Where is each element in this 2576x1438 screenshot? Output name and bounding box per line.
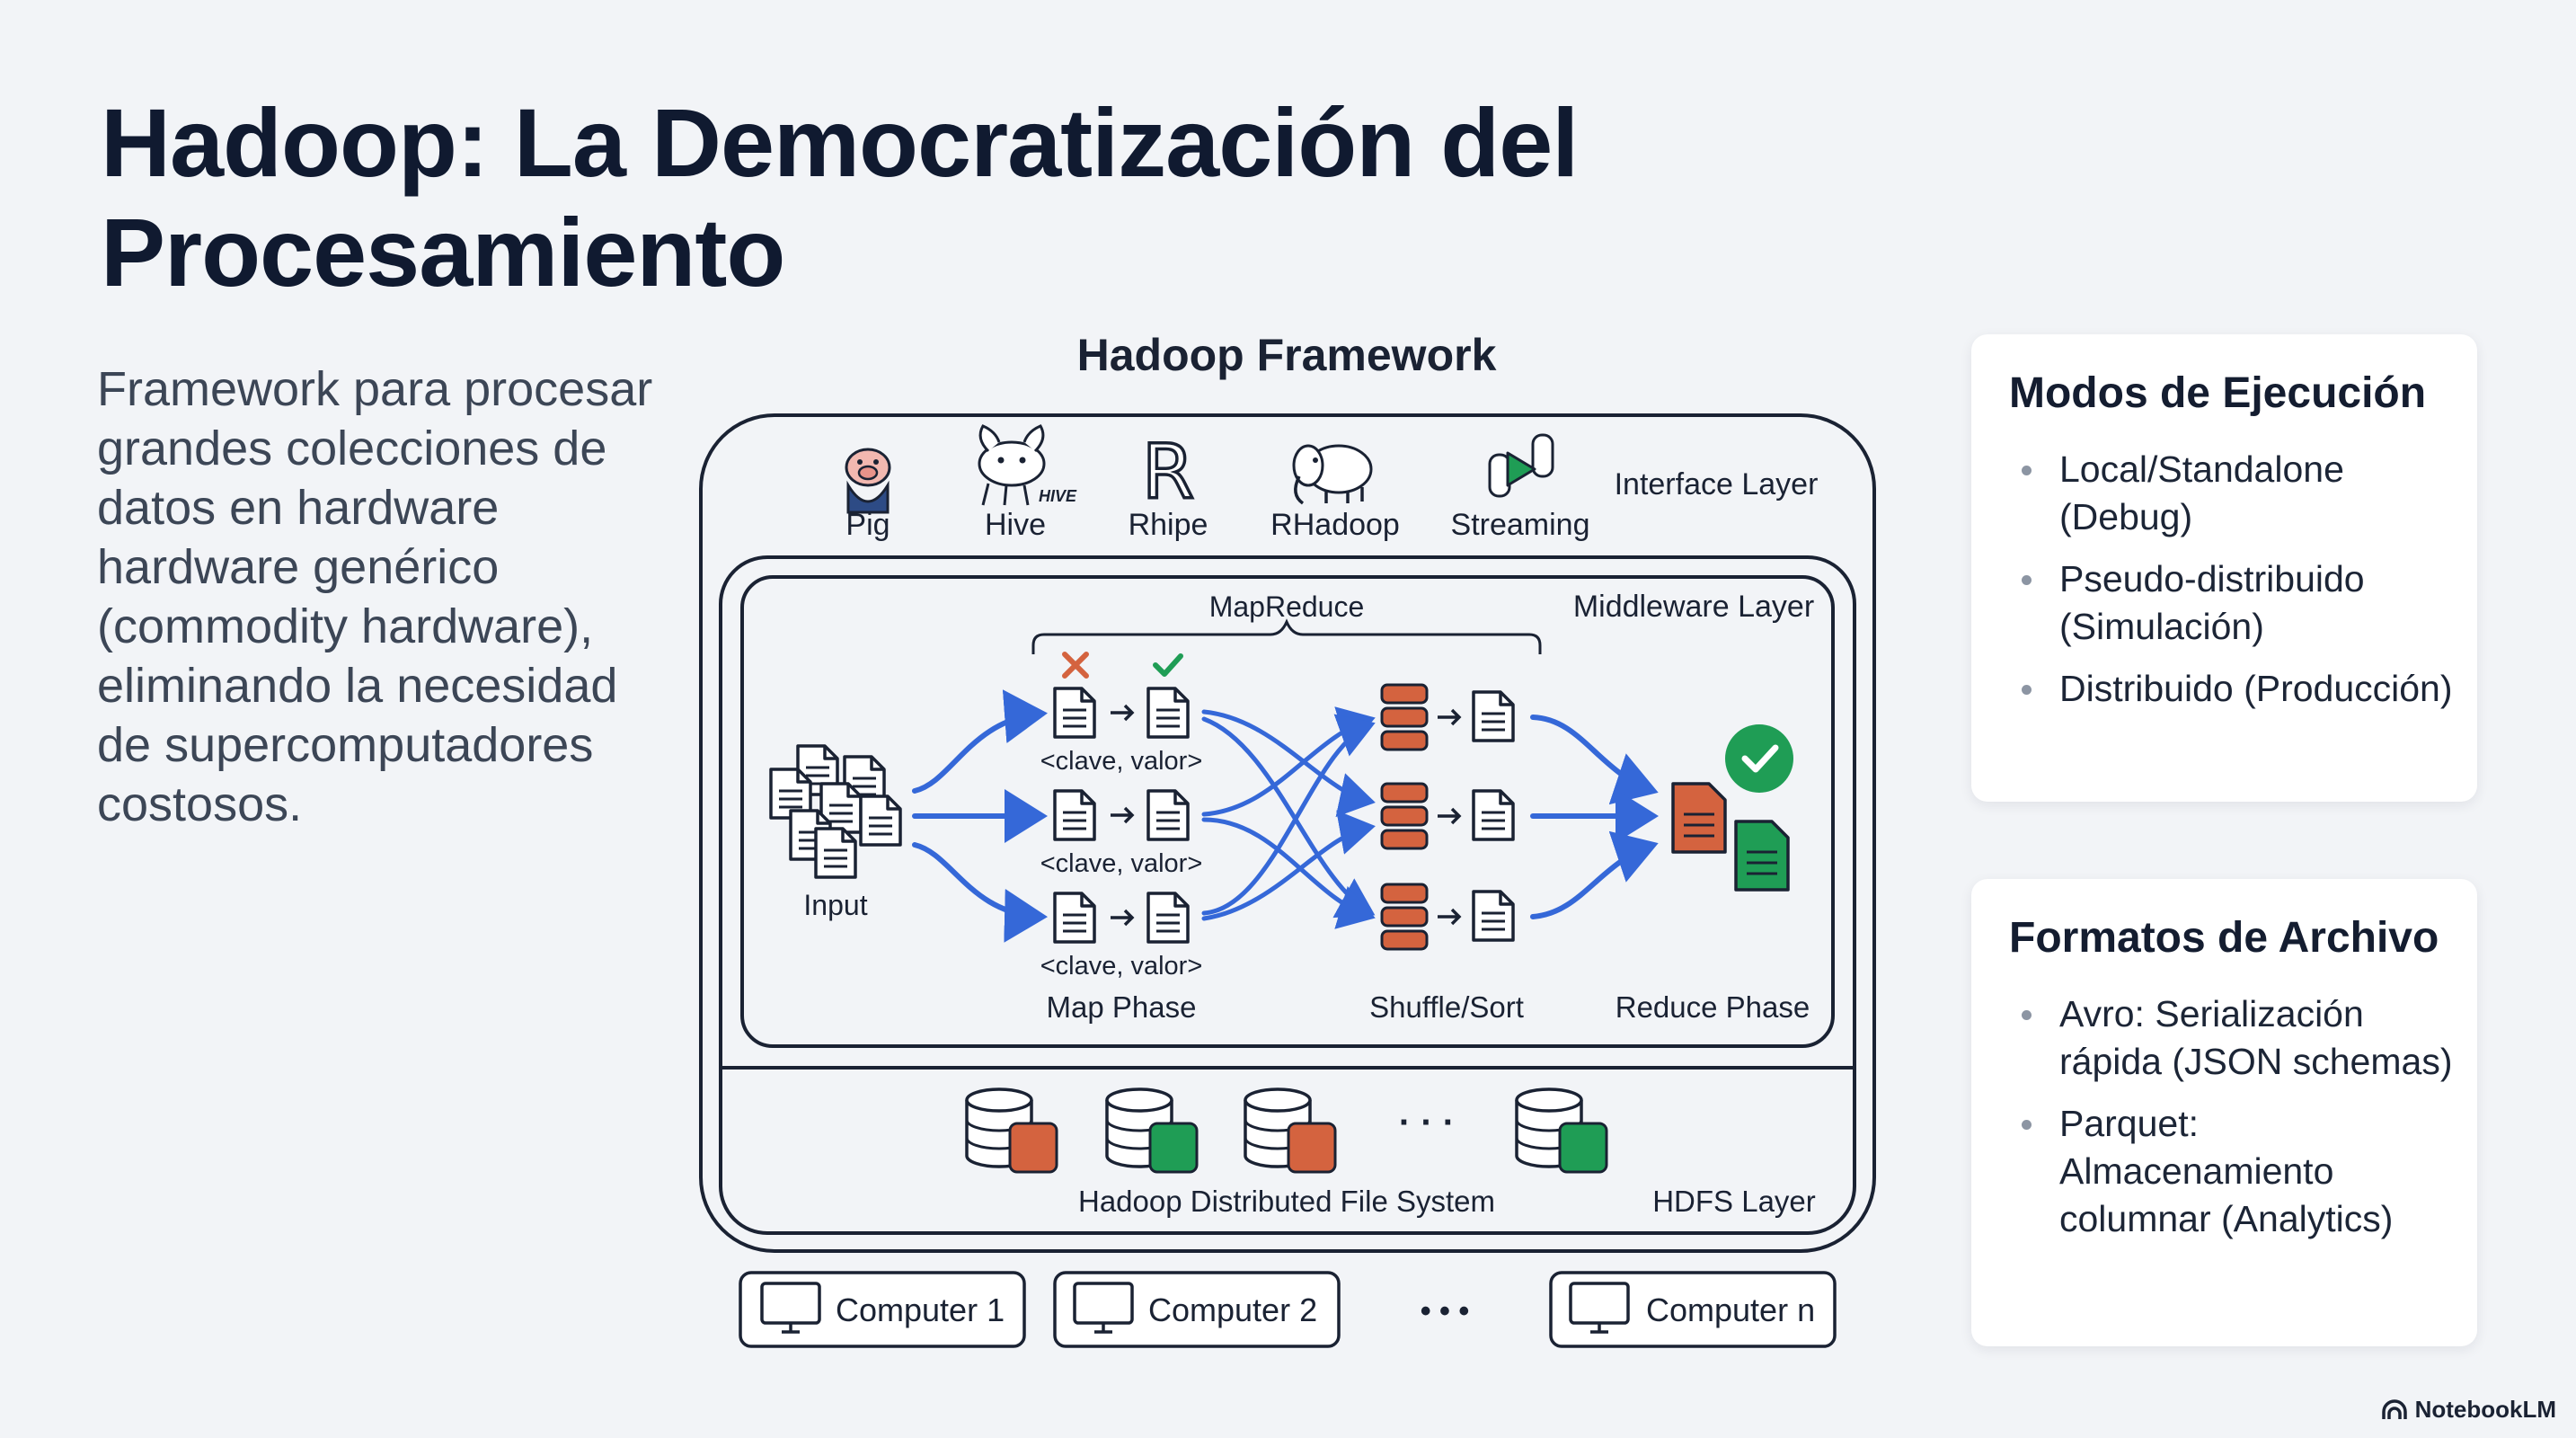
notebooklm-credit: NotebookLM <box>2381 1396 2556 1424</box>
list-item: Pseudo-distribuido (Simulación) <box>2007 555 2456 651</box>
file-formats-card: Formatos de Archivo Avro: Serialización … <box>1971 879 2477 1346</box>
tool-label-streaming: Streaming <box>1451 508 1590 542</box>
shuffle-row <box>1380 883 1515 951</box>
shuffle-row <box>1380 683 1515 751</box>
hdfs-ellipsis: · · · <box>1399 1103 1455 1142</box>
reduce-output-green <box>1734 820 1790 892</box>
map-row <box>1053 892 1190 944</box>
streaming-icon <box>1488 433 1554 498</box>
computer-node: Computer 2 <box>1053 1271 1341 1348</box>
kv-label: <clave, valor> <box>1040 849 1203 878</box>
file-formats-list: Avro: Serialización rápida (JSON schemas… <box>2007 990 2456 1257</box>
shuffle-sort-label: Shuffle/Sort <box>1369 990 1524 1024</box>
database-icon <box>1515 1087 1608 1174</box>
core-container <box>719 555 1856 1235</box>
tool-label-rhadoop: RHadoop <box>1270 508 1400 542</box>
input-documents <box>769 744 902 879</box>
input-arrows <box>912 689 1048 943</box>
hdfs-layer-label: HDFS Layer <box>1652 1185 1816 1218</box>
computer-label: Computer n <box>1646 1292 1815 1328</box>
execution-modes-title: Modos de Ejecución <box>2009 369 2427 417</box>
execution-modes-list: Local/Standalone (Debug) Pseudo-distribu… <box>2007 446 2456 727</box>
list-item: Local/Standalone (Debug) <box>2007 446 2456 541</box>
svg-text:R: R <box>1142 428 1194 516</box>
diagram-title: Hadoop Framework <box>1077 330 1497 380</box>
middleware-layer-label: Middleware Layer <box>1573 590 1814 624</box>
credit-text: NotebookLM <box>2414 1396 2556 1423</box>
map-row <box>1053 687 1190 739</box>
elephant-icon <box>1292 444 1373 505</box>
framework-description: Framework para procesar grandes coleccio… <box>97 362 653 831</box>
computer-label: Computer 1 <box>836 1292 1005 1328</box>
shuffle-row <box>1380 782 1515 850</box>
page-title: Hadoop: La Democratización del Procesami… <box>101 88 1579 306</box>
shuffle-arrows <box>1201 706 1376 929</box>
computers-ellipsis: • • • <box>1421 1294 1470 1328</box>
reduce-arrows <box>1530 715 1659 919</box>
list-item: Parquet: Almacenamiento columnar (Analyt… <box>2007 1100 2456 1243</box>
list-item: Avro: Serialización rápida (JSON schemas… <box>2007 990 2456 1086</box>
framework-container <box>699 413 1876 1253</box>
database-icon <box>1244 1087 1337 1174</box>
map-phase-label: Map Phase <box>1047 990 1197 1024</box>
hive-icon: HIVE <box>978 424 1077 506</box>
r-icon: R <box>1140 426 1196 518</box>
kv-label: <clave, valor> <box>1040 747 1203 776</box>
list-item: Distribuido (Producción) <box>2007 665 2456 713</box>
tool-label-pig: Pig <box>845 508 890 542</box>
computer-node: Computer 1 <box>739 1271 1026 1348</box>
reduce-output-red <box>1671 782 1727 854</box>
map-failed-icon <box>1062 652 1089 679</box>
notebooklm-logo-icon <box>2381 1398 2407 1419</box>
mapreduce-box <box>740 575 1835 1048</box>
pig-icon <box>845 448 891 514</box>
hdfs-system-label: Hadoop Distributed File System <box>1078 1185 1495 1218</box>
reduce-phase-label: Reduce Phase <box>1616 990 1810 1024</box>
interface-layer-label: Interface Layer <box>1615 467 1819 502</box>
database-icon <box>965 1087 1058 1174</box>
input-label: Input <box>803 889 867 921</box>
map-row <box>1053 789 1190 841</box>
file-formats-title: Formatos de Archivo <box>2009 914 2439 962</box>
computer-node: Computer n <box>1549 1271 1837 1348</box>
reduce-success-icon <box>1725 724 1793 793</box>
map-success-icon <box>1153 653 1183 677</box>
computer-label: Computer 2 <box>1148 1292 1317 1328</box>
execution-modes-card: Modos de Ejecución Local/Standalone (Deb… <box>1971 334 2477 802</box>
tool-label-hive: Hive <box>985 508 1046 542</box>
svg-text:HIVE: HIVE <box>1039 487 1077 505</box>
kv-label: <clave, valor> <box>1040 952 1203 981</box>
tool-label-rhipe: Rhipe <box>1129 508 1208 542</box>
mapreduce-bracket <box>1031 618 1542 654</box>
database-icon <box>1105 1087 1199 1174</box>
mapreduce-label: MapReduce <box>1209 590 1365 623</box>
